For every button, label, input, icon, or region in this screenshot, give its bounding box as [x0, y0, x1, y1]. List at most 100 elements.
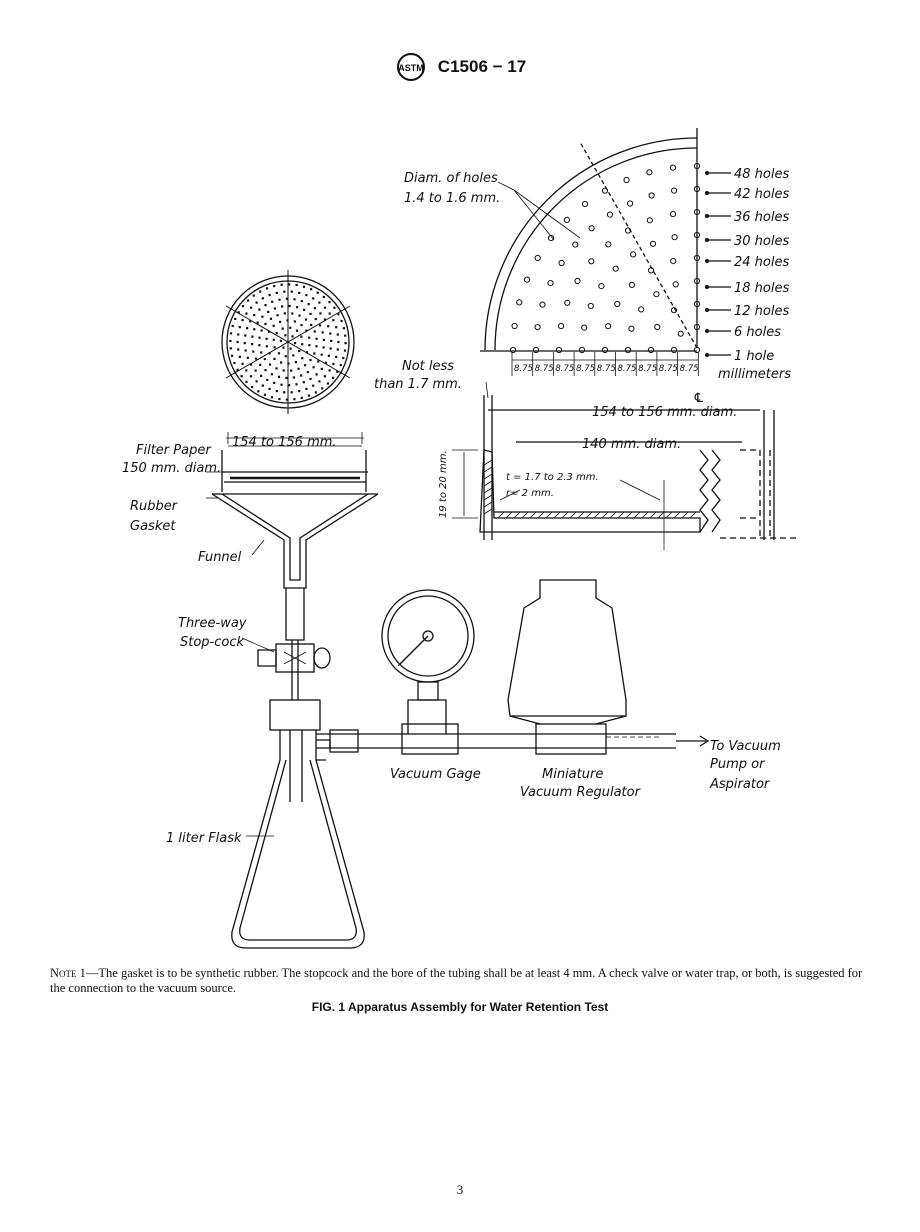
hatch-line [483, 508, 493, 515]
plate-hole [624, 227, 632, 234]
plate-hole-dot [244, 334, 247, 337]
plate-hole [563, 216, 571, 224]
plate-hole-dot [237, 333, 240, 336]
plate-hole-dot [332, 362, 335, 365]
hatch-line [673, 511, 681, 519]
plate-hole-dot [308, 344, 311, 347]
plate-hole-dot [245, 380, 248, 383]
plate-hole-dot [318, 324, 322, 327]
plate-hole-dot [243, 342, 246, 345]
flask [231, 730, 365, 949]
plate-hole-dot [273, 357, 276, 360]
plate-hole [638, 306, 645, 313]
label-outer-diam: 154 to 156 mm. diam. [592, 405, 737, 420]
plate-hole [547, 234, 555, 242]
label-to-vacuum: To Vacuum [710, 739, 781, 754]
plate-hole-dot [328, 301, 331, 304]
plate-hole-dot [272, 324, 275, 327]
plate-hole-dot [241, 319, 244, 322]
plate-hole-dot [246, 327, 249, 330]
plate-hole-dot [344, 342, 347, 345]
plate-hole-dot [343, 349, 347, 352]
label-miniature: Miniature [542, 767, 603, 782]
plate-hole-dot [260, 374, 263, 377]
plate-hole [670, 346, 678, 354]
plate-hole-dot [272, 338, 275, 341]
plate-hole-dot [260, 351, 263, 354]
plate-hole [539, 301, 546, 308]
plate-hole-dot [245, 312, 248, 315]
hatch-line [617, 511, 625, 519]
hatch-line [483, 487, 493, 494]
spacing-label: 8.75 [555, 364, 574, 374]
plate-hole-dot [309, 377, 312, 380]
hatch-line [585, 511, 593, 519]
plate-hole-dot [285, 376, 288, 380]
plate-hole-dot [324, 361, 327, 364]
plate-hole-dot [323, 375, 326, 378]
hole-count-label: 30 holes [734, 234, 789, 249]
label-vacuum-regulator: Vacuum Regulator [520, 785, 642, 800]
plate-hole-dot [292, 376, 295, 379]
plate-hole-dot [275, 331, 278, 335]
label-three-way: Three-way [178, 616, 247, 631]
plate-hole-dot [275, 390, 278, 393]
plate-hole-dot [305, 294, 308, 297]
plate-hole-dot [260, 329, 263, 332]
hole-count-dot [705, 238, 709, 242]
plate-hole-dot [303, 308, 306, 311]
plate-hole-dot [339, 364, 342, 367]
plate-hole [574, 277, 581, 285]
plate-hole [693, 346, 701, 354]
hatch-line [497, 511, 505, 519]
plate-hole-dot [264, 304, 267, 307]
leader-lines [206, 181, 581, 837]
plate-hole-dot [273, 307, 276, 310]
plate-hole-dot [280, 283, 283, 286]
hatch-line [593, 511, 601, 519]
hatch-line [483, 494, 493, 501]
plate-hole-dot [290, 290, 293, 293]
plate-hole-dot [305, 387, 308, 390]
plate-hole-dot [251, 385, 254, 389]
plate-hole-dot [288, 304, 291, 308]
plate-hole-dot [327, 325, 330, 328]
plate-hole-dot [296, 306, 299, 309]
hole-count-label: 6 holes [734, 325, 781, 340]
plate-hole-dot [336, 348, 339, 351]
plate-hole [693, 185, 701, 193]
plate-hole-dot [229, 332, 233, 335]
plate-hole [605, 241, 612, 248]
plate-hole-dot [295, 329, 299, 332]
hole-count-dot [705, 353, 709, 357]
plate-hole-dot [268, 294, 271, 297]
plate-hole-dot [258, 336, 261, 339]
spacing-label: 8.75 [576, 364, 595, 374]
plate-hole [672, 281, 679, 288]
plate-hole [623, 176, 630, 184]
plate-hole-dot [282, 346, 285, 349]
spacing-label: 8.75 [618, 364, 637, 374]
hole-count-label: 48 holes [734, 167, 789, 182]
plate-hole-dot [237, 311, 240, 314]
plate-hole-dot [240, 375, 243, 378]
plate-hole-dot [281, 305, 284, 308]
hatch-line [513, 511, 521, 519]
plate-hole-dot [335, 355, 338, 358]
plate-hole-dot [305, 329, 308, 332]
spacing-label: 8.75 [597, 364, 616, 374]
plate-hole-dot [290, 391, 293, 394]
label-stopcock: Stop-cock [180, 635, 244, 650]
plate-hole [547, 280, 554, 287]
plate-hole-dot [291, 335, 294, 338]
plate-hole-dot [332, 319, 335, 322]
plate-hole-dot [286, 319, 289, 322]
label-filter-paper: Filter Paper [136, 443, 212, 458]
hatch-line [553, 511, 561, 519]
plate-hole-dot [261, 315, 264, 318]
plate-hole-dot [241, 305, 245, 308]
plate-hole-dot [275, 291, 278, 294]
note-text: —The gasket is to be synthetic rubber. T… [50, 966, 863, 995]
plate-hole-dot [304, 364, 307, 367]
plate-hole [649, 240, 657, 247]
